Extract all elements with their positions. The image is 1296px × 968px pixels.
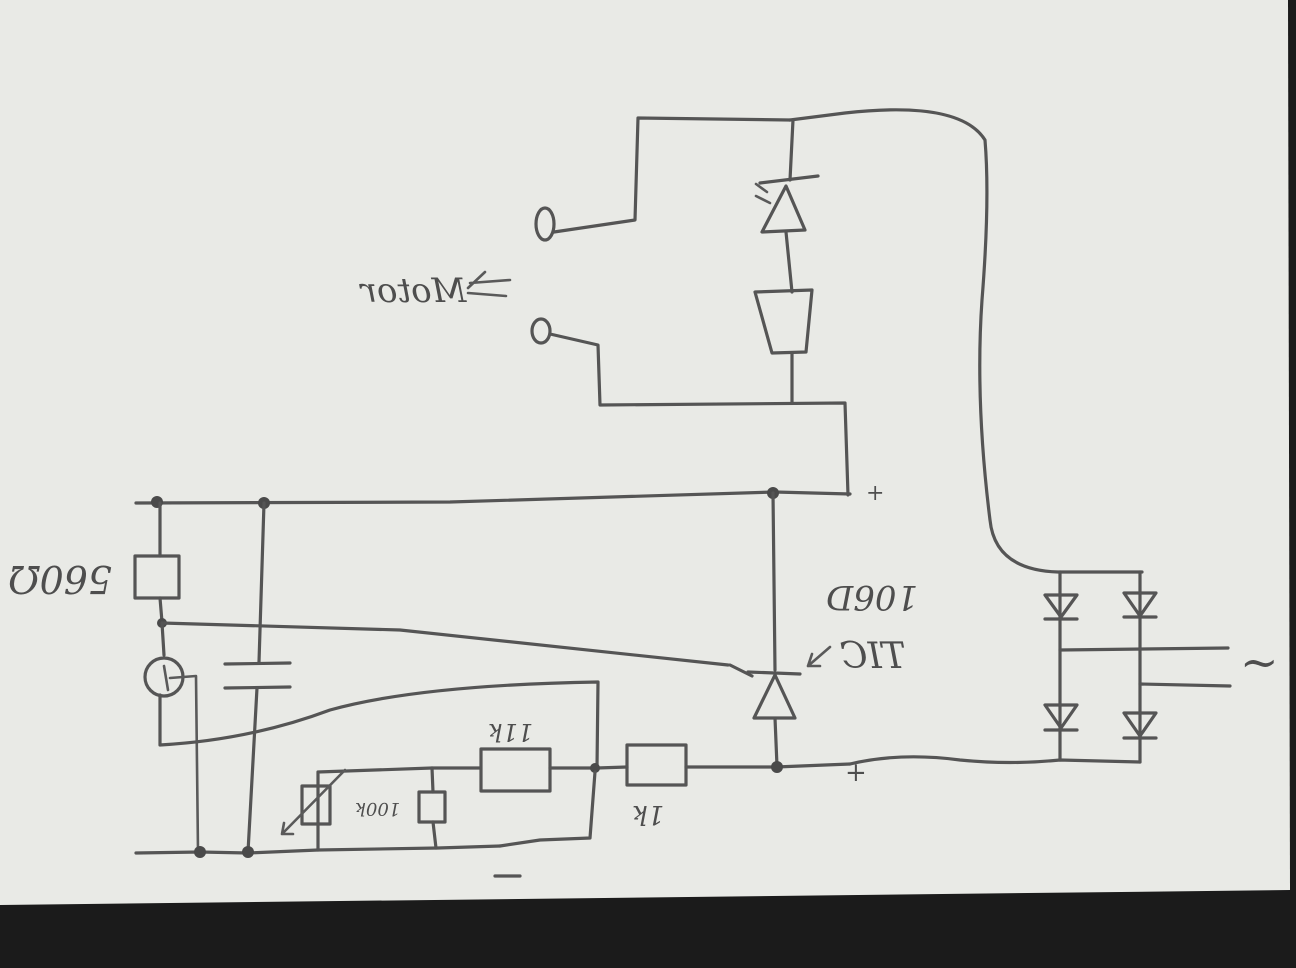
indicator-branch [753, 118, 820, 405]
diode-icon [1043, 593, 1079, 621]
bridge-rectifier [1043, 570, 1232, 764]
resistor-1k [625, 743, 688, 787]
switch-icon [498, 770, 597, 848]
diode-icon [1122, 591, 1158, 619]
thyristor [728, 491, 832, 768]
label-motor: Motor [359, 271, 467, 311]
label-100k: 100k [355, 798, 400, 819]
label-plus-top: + [866, 481, 884, 506]
label-ac: ~ [1240, 635, 1279, 689]
bottom-network [134, 743, 852, 878]
left-stage [133, 501, 730, 854]
label-11k: 11k [488, 718, 533, 746]
label-1k: 1k [632, 799, 664, 829]
paper-sheet [0, 0, 1290, 905]
motor-arrow-icon [466, 270, 512, 298]
label-plus-bottom: + [845, 758, 867, 788]
supply-wire [788, 108, 1144, 574]
motor-symbol-icon [753, 288, 814, 355]
terminal-bottom [530, 317, 552, 345]
top-rail [134, 490, 852, 505]
terminal-top [534, 206, 556, 242]
label-thyristor-number: 106D [826, 577, 918, 617]
resistor-560 [133, 554, 181, 600]
bottom-rail [134, 844, 502, 855]
resistor-11k [479, 747, 552, 793]
thyristor-icon [746, 670, 802, 768]
diode-icon [1043, 703, 1079, 732]
label-thyristor-type: TIC [840, 636, 906, 677]
led-icon [758, 174, 820, 234]
motor-terminals [530, 116, 850, 497]
arrow-icon [806, 645, 832, 668]
bottom-supply-wire [848, 755, 1142, 766]
diode-icon [1122, 711, 1158, 740]
label-r-top: 560Ω [8, 557, 112, 601]
potentiometer-icon [300, 784, 332, 826]
